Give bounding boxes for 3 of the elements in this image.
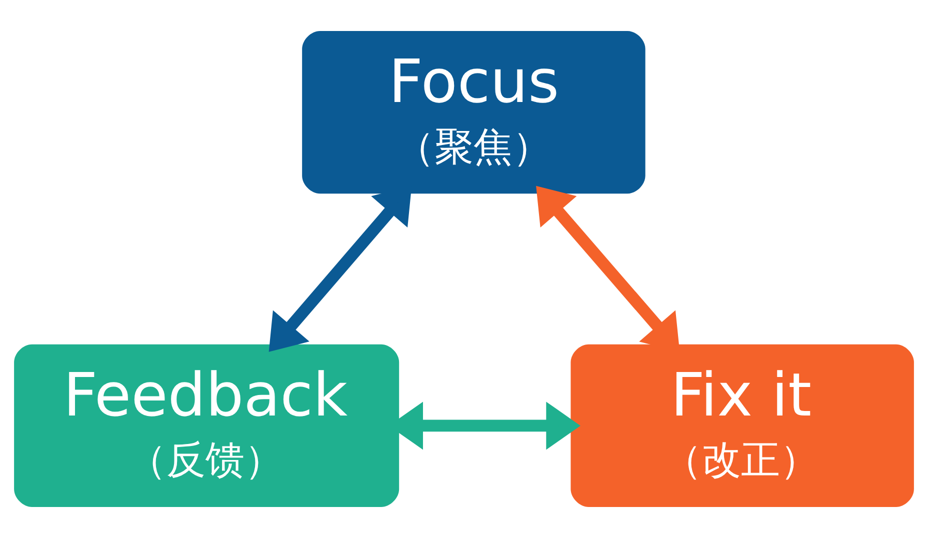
node-box: Feedback （反馈）	[14, 344, 400, 507]
node-box: Focus （聚焦）	[302, 30, 646, 194]
node-box: Fix it （改正）	[570, 344, 914, 507]
